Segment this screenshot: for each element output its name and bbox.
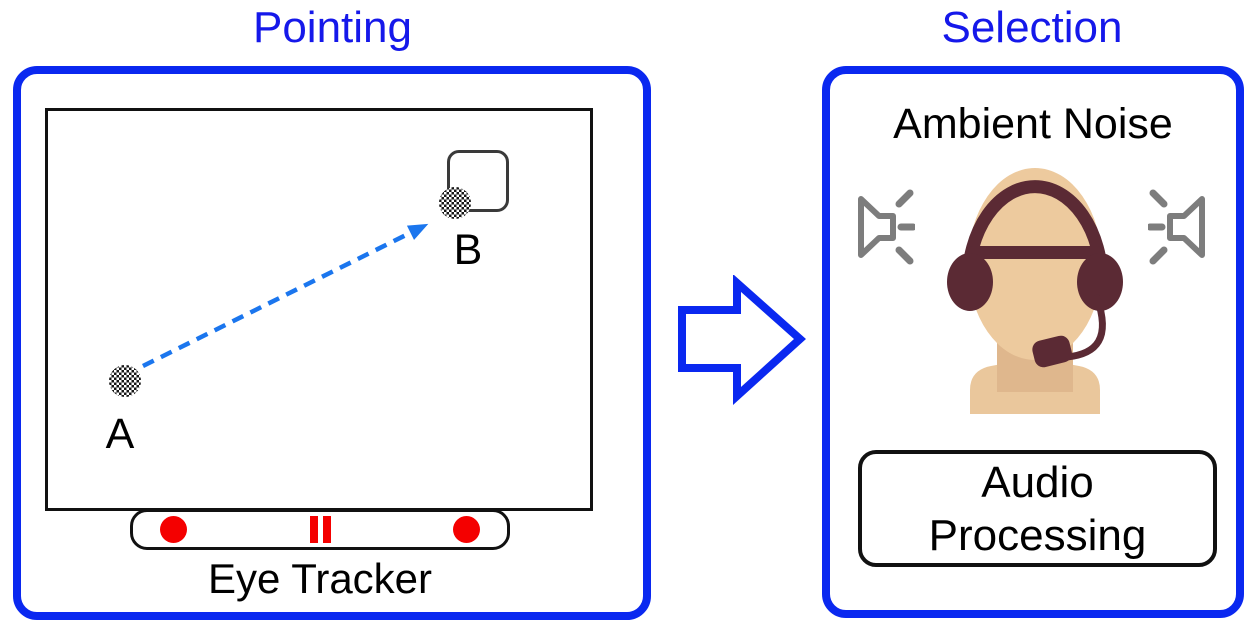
gaze-point-b-icon <box>439 187 471 219</box>
selection-panel: Ambient Noise Au <box>822 66 1244 618</box>
gaze-point-a-icon <box>109 365 141 397</box>
ambient-noise-label: Ambient Noise <box>893 100 1173 148</box>
audio-processing-box: Audio Processing <box>858 450 1217 567</box>
selection-title: Selection <box>941 3 1123 52</box>
screen: B A <box>45 108 593 511</box>
tracker-led-right-icon <box>453 516 480 543</box>
pointing-title: Pointing <box>252 3 412 52</box>
audio-processing-line1: Audio <box>981 457 1094 507</box>
eye-tracker-bar <box>130 509 510 550</box>
point-a-label: A <box>105 410 135 458</box>
tracker-pause-icon <box>309 516 331 543</box>
audio-processing-line2: Processing <box>928 510 1147 560</box>
speaker-noise-right-icon <box>1148 189 1205 265</box>
gaze-arrow-icon <box>141 223 429 369</box>
speaker-noise-left-icon <box>858 189 915 265</box>
flow-arrow-icon <box>678 275 806 405</box>
eye-tracker-label: Eye Tracker <box>207 555 433 602</box>
tracker-led-left-icon <box>160 516 187 543</box>
point-b-label: B <box>453 226 483 274</box>
target-square <box>447 150 509 212</box>
pointing-panel: B A Eye Tracker <box>13 66 651 620</box>
person-with-headset-icon <box>947 168 1123 414</box>
